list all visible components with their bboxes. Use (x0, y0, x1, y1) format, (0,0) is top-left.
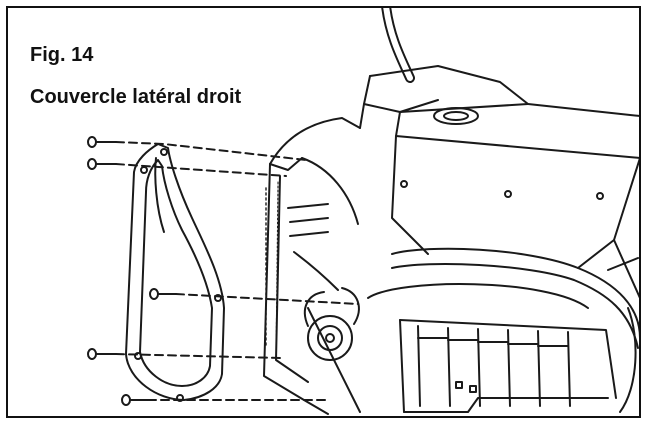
side-cover (125, 143, 225, 402)
part-label: Couvercle latéral droit (30, 86, 242, 108)
assembly-lines (115, 141, 359, 401)
screw-2 (87, 158, 117, 170)
screw-5 (121, 394, 149, 406)
figure-number: Fig. 14 (30, 44, 94, 66)
side-chassis (263, 117, 361, 415)
wheel-hub (303, 287, 360, 361)
screw-3 (149, 288, 177, 300)
handle-tube (381, 8, 415, 83)
figure-frame: Fig. 14 Couvercle latéral droit (6, 6, 641, 418)
guide-line-3 (175, 293, 359, 305)
motor-housing (359, 65, 639, 299)
snow-thrower-drawing (87, 8, 639, 415)
screws (87, 136, 177, 406)
screw-4 (87, 348, 117, 360)
screw-1 (87, 136, 117, 148)
guide-line-2 (115, 163, 287, 177)
guide-line-1 (115, 141, 307, 161)
guide-line-4 (115, 353, 281, 359)
auger-housing (367, 247, 639, 413)
